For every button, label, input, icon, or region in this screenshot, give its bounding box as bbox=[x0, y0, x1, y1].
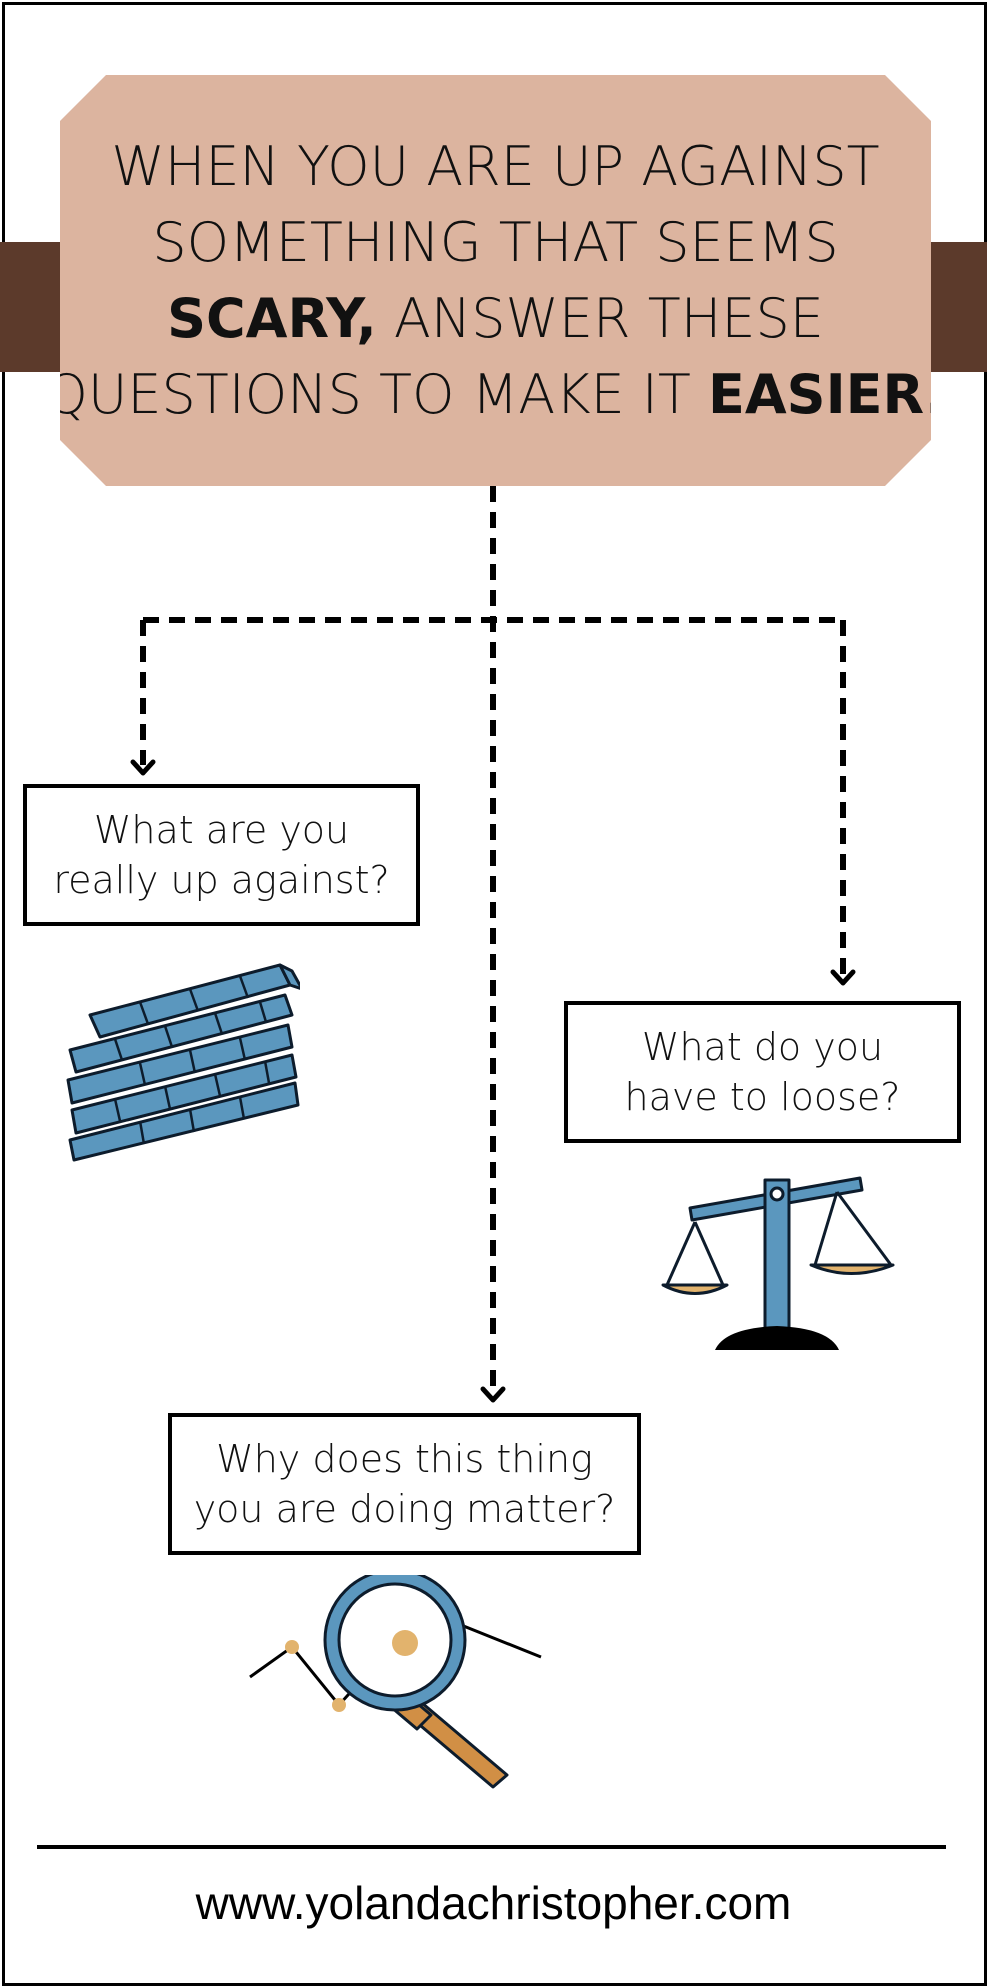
question-3-line-1: Why does this thing bbox=[216, 1437, 593, 1481]
question-2-line-2: have to loose? bbox=[624, 1075, 901, 1119]
title-text: WHEN YOU ARE UP AGAINST SOMETHING THAT S… bbox=[45, 129, 945, 433]
question-box-2: What do you have to loose? bbox=[564, 1001, 961, 1143]
title-word-easier: EASIER. bbox=[708, 362, 946, 426]
brick-wall-icon bbox=[66, 963, 300, 1162]
question-1-line-1: What are you bbox=[93, 808, 350, 852]
footer-url[interactable]: www.yolandachristopher.com bbox=[195, 1877, 792, 1929]
balance-scale-icon bbox=[661, 1176, 895, 1350]
title-line-3: SCARY, ANSWER THESE bbox=[45, 281, 945, 357]
title-line-3-rest: ANSWER THESE bbox=[376, 286, 824, 350]
question-1-line-2: really up against? bbox=[53, 858, 390, 902]
title-line-2: SOMETHING THAT SEEMS bbox=[152, 210, 839, 274]
title-banner: WHEN YOU ARE UP AGAINST SOMETHING THAT S… bbox=[60, 75, 931, 486]
arrow-center-icon bbox=[480, 1386, 506, 1403]
arrow-right-icon bbox=[830, 969, 856, 986]
title-line-4-rest: QUESTIONS TO MAKE IT bbox=[45, 362, 708, 426]
footer-divider bbox=[37, 1845, 946, 1849]
title-line-4: QUESTIONS TO MAKE IT EASIER. bbox=[45, 357, 945, 433]
title-word-scary: SCARY, bbox=[167, 286, 377, 350]
title-line-1: WHEN YOU ARE UP AGAINST bbox=[111, 134, 880, 198]
arrow-left-icon bbox=[130, 759, 156, 776]
header-band-left bbox=[0, 242, 62, 372]
question-2-line-1: What do you bbox=[641, 1025, 884, 1069]
question-box-1: What are you really up against? bbox=[23, 784, 420, 926]
question-3-line-2: you are doing matter? bbox=[193, 1487, 616, 1531]
header-band-right bbox=[925, 242, 987, 372]
question-box-3: Why does this thing you are doing matter… bbox=[168, 1413, 641, 1555]
magnifying-glass-chart-icon bbox=[249, 1575, 542, 1789]
